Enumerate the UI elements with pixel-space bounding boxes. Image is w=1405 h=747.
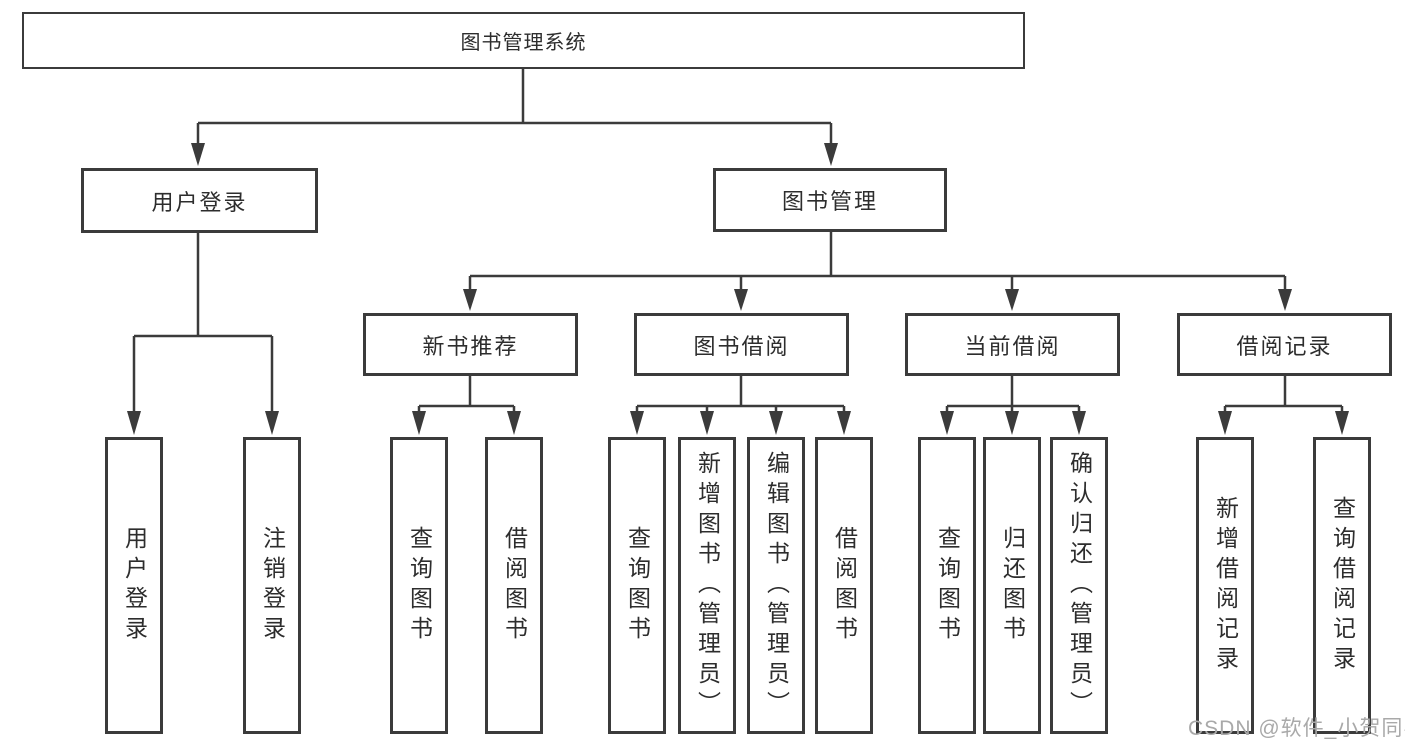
leaf-record-query-label: 查询借阅记录	[1329, 495, 1356, 676]
node-new-books-label: 新书推荐	[422, 333, 519, 359]
node-root-label: 图书管理系统	[460, 32, 587, 54]
leaf-record-add-label: 新增借阅记录	[1212, 495, 1239, 676]
leaf-current-confirm: 确认归还（管理员）	[1050, 437, 1108, 734]
leaf-borrow-add-label: 新增图书（管理员）	[694, 450, 721, 721]
arrowheads	[127, 143, 1349, 435]
leaf-current-return: 归还图书	[983, 437, 1041, 734]
leaf-current-confirm-label: 确认归还（管理员）	[1066, 450, 1093, 721]
leaf-logout: 注销登录	[243, 437, 301, 734]
leaf-current-return-label: 归还图书	[999, 525, 1026, 646]
leaf-record-query: 查询借阅记录	[1313, 437, 1371, 734]
leaf-current-query-label: 查询图书	[934, 525, 961, 646]
node-current-borrow-label: 当前借阅	[964, 333, 1061, 359]
node-root: 图书管理系统	[22, 12, 1025, 69]
leaf-borrow-edit-label: 编辑图书（管理员）	[763, 450, 790, 721]
leaf-current-query: 查询图书	[918, 437, 976, 734]
leaf-record-add: 新增借阅记录	[1196, 437, 1254, 734]
leaf-newbooks-borrow: 借阅图书	[485, 437, 543, 734]
node-borrow-record-label: 借阅记录	[1236, 333, 1333, 359]
leaf-borrow-query-label: 查询图书	[624, 525, 651, 646]
node-book-borrow-label: 图书借阅	[693, 333, 790, 359]
leaf-newbooks-query: 查询图书	[390, 437, 448, 734]
leaf-borrow-edit: 编辑图书（管理员）	[747, 437, 805, 734]
node-current-borrow: 当前借阅	[905, 313, 1120, 376]
leaf-borrow-borrow: 借阅图书	[815, 437, 873, 734]
node-book-manage: 图书管理	[713, 168, 947, 232]
leaf-newbooks-borrow-label: 借阅图书	[501, 525, 528, 646]
leaf-logout-label: 注销登录	[259, 525, 286, 646]
node-user-login: 用户登录	[81, 168, 318, 233]
leaf-user-login-label: 用户登录	[121, 525, 148, 646]
leaf-newbooks-query-label: 查询图书	[406, 525, 433, 646]
leaf-user-login: 用户登录	[105, 437, 163, 734]
leaf-borrow-borrow-label: 借阅图书	[831, 525, 858, 646]
watermark: CSDN @软件_小贺同学	[1188, 717, 1405, 740]
node-user-login-label: 用户登录	[151, 189, 248, 215]
node-borrow-record: 借阅记录	[1177, 313, 1392, 376]
node-book-borrow: 图书借阅	[634, 313, 849, 376]
leaf-borrow-query: 查询图书	[608, 437, 666, 734]
node-new-books: 新书推荐	[363, 313, 578, 376]
node-book-manage-label: 图书管理	[781, 189, 878, 214]
leaf-borrow-add: 新增图书（管理员）	[678, 437, 736, 734]
